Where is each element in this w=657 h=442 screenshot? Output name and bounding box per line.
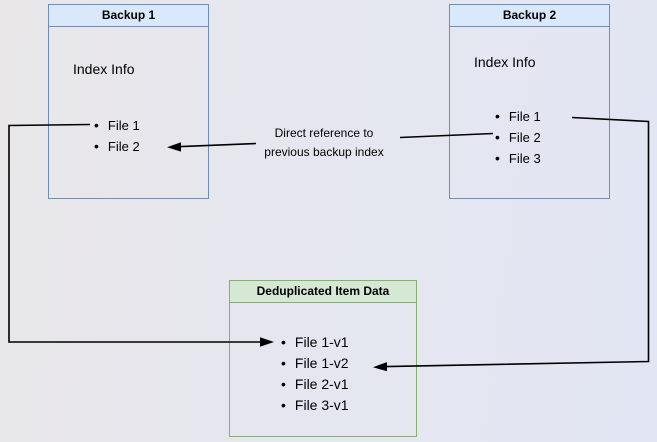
edge-annotation: Direct reference to previous backup inde… bbox=[243, 124, 405, 161]
list-item: File 1 bbox=[94, 115, 140, 136]
list-item: File 3-v1 bbox=[281, 395, 349, 416]
node-backup1-title: Backup 1 bbox=[49, 5, 208, 27]
list-item: File 2 bbox=[495, 127, 541, 148]
node-backup1-file-list: File 1 File 2 bbox=[94, 115, 140, 157]
list-item: File 1 bbox=[495, 106, 541, 127]
list-item: File 2-v1 bbox=[281, 374, 349, 395]
list-item: File 1-v1 bbox=[281, 332, 349, 353]
list-item: File 2 bbox=[94, 136, 140, 157]
node-backup2-title: Backup 2 bbox=[450, 5, 609, 27]
node-backup2-section-label: Index Info bbox=[474, 54, 536, 70]
node-backup1: Backup 1 Index Info File 1 File 2 bbox=[48, 4, 209, 199]
node-backup1-section-label: Index Info bbox=[73, 61, 135, 77]
node-dedup: Deduplicated Item Data File 1-v1 File 1-… bbox=[229, 280, 417, 437]
edge-annotation-line1: Direct reference to bbox=[274, 126, 374, 140]
node-dedup-title: Deduplicated Item Data bbox=[230, 281, 416, 303]
list-item: File 3 bbox=[495, 148, 541, 169]
node-backup2-file-list: File 1 File 2 File 3 bbox=[495, 106, 541, 169]
list-item: File 1-v2 bbox=[281, 353, 349, 374]
edge-annotation-line2: previous backup index bbox=[264, 144, 384, 159]
node-dedup-file-list: File 1-v1 File 1-v2 File 2-v1 File 3-v1 bbox=[281, 332, 349, 416]
node-backup2: Backup 2 Index Info File 1 File 2 File 3 bbox=[449, 4, 610, 199]
